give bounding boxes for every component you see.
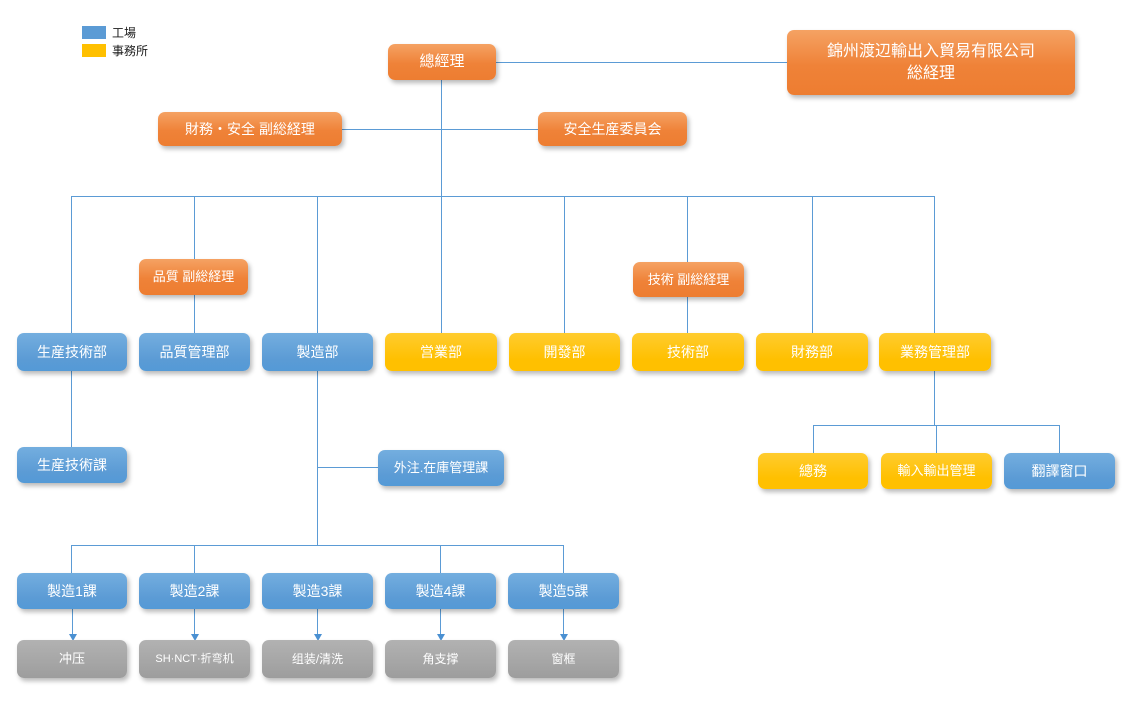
org-node-vp-quality: 品質 副総経理 [139, 259, 248, 295]
org-node-mfg-section-3: 製造3課 [262, 573, 373, 609]
arrow-line [440, 609, 441, 634]
arrow-head-icon [68, 634, 77, 641]
connector-line [71, 196, 72, 333]
arrow-line [194, 609, 195, 634]
org-node-process-window-frame: 窗框 [508, 640, 619, 678]
org-node-sec-general-affairs: 總務 [758, 453, 868, 489]
arrow-head-icon [190, 634, 199, 641]
org-node-vp-finance-safety: 財務・安全 副総経理 [158, 112, 342, 146]
connector-line [317, 196, 318, 333]
connector-line [194, 545, 195, 573]
legend: 工場 事務所 [82, 24, 148, 60]
connector-line [934, 196, 935, 333]
office-color-swatch [82, 43, 106, 57]
org-node-vp-technology: 技術 副総経理 [633, 262, 744, 297]
org-node-process-corner-support: 角支撑 [385, 640, 496, 678]
connector-line [936, 425, 937, 453]
org-node-company-general-manager: 錦州渡辺輸出入貿易有限公司 総経理 [787, 30, 1075, 95]
org-node-dept-sales: 営業部 [385, 333, 497, 371]
connector-line [496, 62, 787, 63]
connector-line [934, 371, 935, 425]
connector-line [71, 545, 563, 546]
connector-line [317, 371, 318, 545]
org-node-mfg-section-2: 製造2課 [139, 573, 250, 609]
connector-line [1059, 425, 1060, 453]
arrow-head-icon [559, 634, 568, 641]
arrow-head-icon [313, 634, 322, 641]
legend-label-factory: 工場 [112, 25, 137, 40]
connector-line [317, 467, 378, 468]
org-node-dept-business-admin: 業務管理部 [879, 333, 991, 371]
legend-item-factory: 工場 [82, 24, 148, 40]
org-node-dept-manufacturing: 製造部 [262, 333, 373, 371]
factory-color-swatch [82, 25, 106, 39]
org-node-dept-development: 開發部 [509, 333, 620, 371]
org-node-sec-import-export: 輸入輸出管理 [881, 453, 992, 489]
connector-line [440, 545, 441, 573]
arrow-line [72, 609, 73, 634]
org-node-general-manager: 總經理 [388, 44, 496, 80]
legend-item-office: 事務所 [82, 42, 148, 58]
arrow-head-icon [436, 634, 445, 641]
org-node-sec-production-tech: 生産技術課 [17, 447, 127, 483]
connector-line [71, 371, 72, 447]
connector-line [441, 196, 442, 333]
org-node-process-stamping: 冲压 [17, 640, 127, 678]
org-node-sec-outsourcing-inventory: 外注.在庫管理課 [378, 450, 504, 486]
org-node-dept-finance: 財務部 [756, 333, 868, 371]
org-node-dept-production-tech: 生産技術部 [17, 333, 127, 371]
org-node-mfg-section-5: 製造5課 [508, 573, 619, 609]
connector-line [813, 425, 814, 453]
org-node-sec-translation: 翻譯窗口 [1004, 453, 1115, 489]
org-node-dept-technology: 技術部 [632, 333, 744, 371]
connector-line [71, 196, 934, 197]
connector-line [812, 196, 813, 333]
arrow-line [317, 609, 318, 634]
connector-line [441, 80, 442, 196]
org-node-process-assembly-cleaning: 组装/清洗 [262, 640, 373, 678]
arrow-line [563, 609, 564, 634]
connector-line [342, 129, 538, 130]
connector-line [564, 196, 565, 333]
org-node-process-sh-nct-bending: SH·NCT·折弯机 [139, 640, 250, 678]
org-node-safety-committee: 安全生産委員会 [538, 112, 687, 146]
org-node-mfg-section-4: 製造4課 [385, 573, 496, 609]
org-node-mfg-section-1: 製造1課 [17, 573, 127, 609]
connector-line [563, 545, 564, 573]
org-node-dept-quality-control: 品質管理部 [139, 333, 250, 371]
connector-line [71, 545, 72, 573]
legend-label-office: 事務所 [112, 43, 149, 58]
